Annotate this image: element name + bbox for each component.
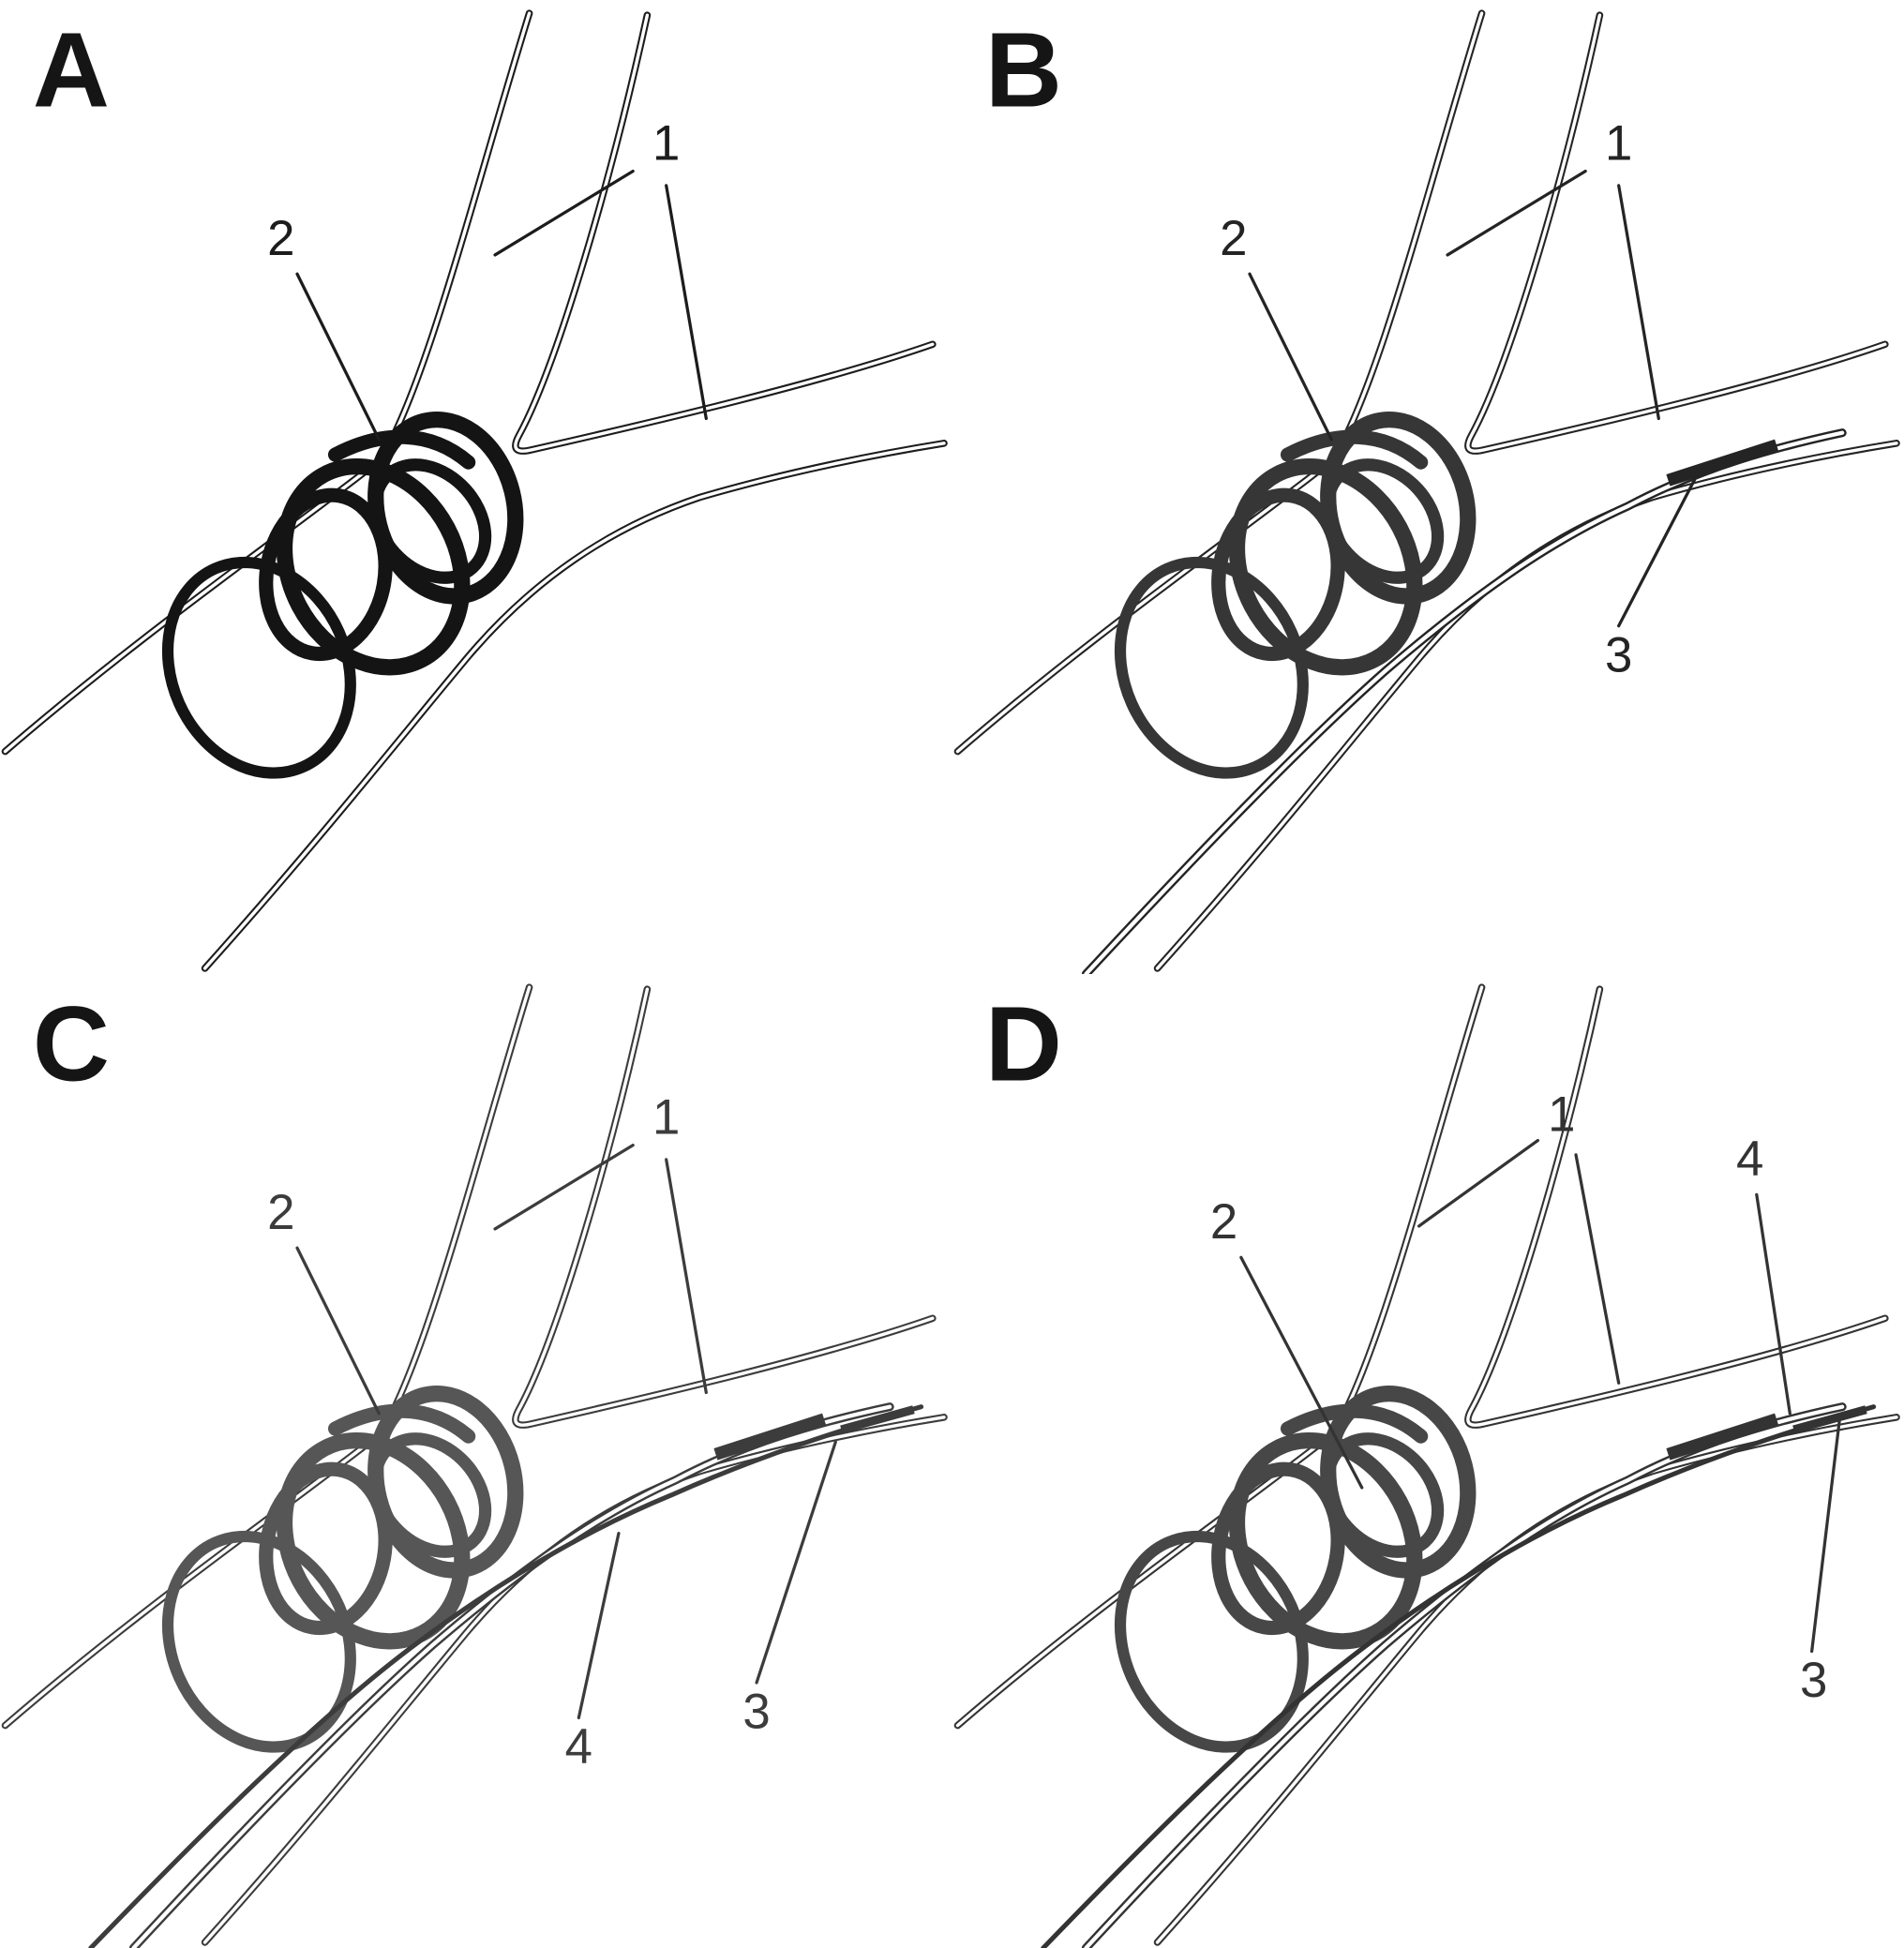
panel-d: 1 2 3 4 D (952, 974, 1904, 1948)
label-1: 1 (1548, 1086, 1575, 1142)
label-line-branch-upper (493, 170, 635, 257)
panel-c-drawing: 1 2 3 4 C (0, 974, 952, 1948)
panel-b-drawing: 1 2 3 B (952, 0, 1904, 974)
label-1: 1 (652, 115, 680, 171)
label-line-wire-tip (1809, 1419, 1841, 1654)
label-line-branch-right (665, 184, 708, 421)
panel-a-drawing: 1 2 A (0, 0, 952, 974)
label-line-catheter-tip (1754, 1192, 1792, 1416)
panel-letter-d: D (984, 985, 1061, 1104)
label-1: 1 (1605, 115, 1632, 171)
label-line-coils (1238, 1255, 1363, 1490)
label-2: 2 (1209, 1194, 1237, 1250)
label-line-branch-right (665, 1158, 708, 1395)
label-line-wire-shaft (577, 1531, 621, 1720)
label-line-branch-upper (1445, 170, 1587, 257)
label-4: 4 (565, 1719, 592, 1775)
label-3: 3 (742, 1685, 770, 1740)
label-2: 2 (1220, 211, 1247, 266)
label-3: 3 (1800, 1653, 1827, 1708)
panel-letter-c: C (33, 985, 110, 1104)
label-line-branch-right (1573, 1153, 1620, 1385)
label-line-wire-tip (755, 1440, 837, 1685)
panel-b: 1 2 3 B (952, 0, 1904, 974)
panel-c: 1 2 3 4 C (0, 974, 952, 1948)
label-line-coils (1247, 272, 1333, 442)
label-line-branch-upper (1417, 1138, 1539, 1228)
label-2: 2 (267, 1185, 294, 1240)
label-4: 4 (1736, 1131, 1763, 1187)
label-line-catheter (1616, 473, 1699, 628)
label-3: 3 (1605, 627, 1632, 682)
panel-d-drawing: 1 2 3 4 D (952, 974, 1904, 1948)
label-line-branch-upper (493, 1144, 635, 1231)
label-2: 2 (267, 211, 294, 266)
label-line-coils (295, 272, 381, 442)
panel-letter-b: B (984, 11, 1061, 130)
label-line-branch-right (1616, 184, 1660, 421)
label-1: 1 (652, 1089, 680, 1145)
panel-letter-a: A (33, 11, 110, 130)
panel-a: 1 2 A (0, 0, 952, 974)
label-line-coils (295, 1246, 381, 1416)
